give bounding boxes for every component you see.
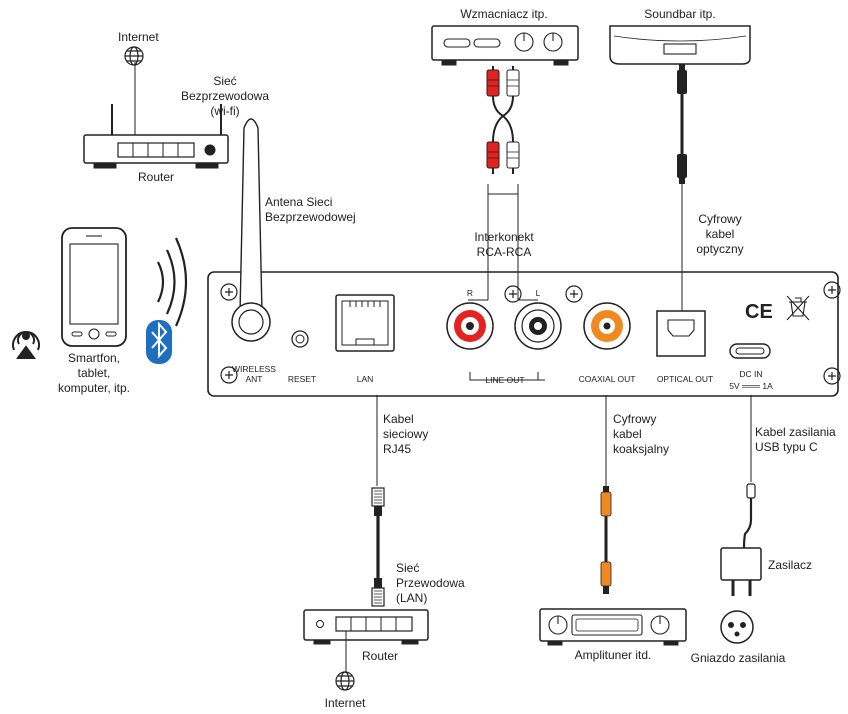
power-supply-label: Zasilacz xyxy=(768,558,813,572)
rca-right-output xyxy=(446,302,494,350)
rca-l-label: L xyxy=(536,288,541,298)
lan-label: LAN xyxy=(357,374,374,384)
power-socket-icon xyxy=(720,610,754,644)
power-supply-adapter xyxy=(720,547,762,596)
amplifier-device xyxy=(431,25,579,66)
lan-port xyxy=(335,294,395,352)
coaxial-output xyxy=(583,302,631,350)
weee-bin-icon xyxy=(786,295,810,321)
optical-cable xyxy=(677,64,687,184)
lan-router xyxy=(303,609,429,672)
coaxial-out-label: COAXIAL OUT xyxy=(579,374,636,384)
rca-left-output xyxy=(514,302,562,350)
usb-c-power-port xyxy=(729,343,771,359)
amplifier-label: Wzmacniacz itp. xyxy=(460,7,548,21)
amplituner-label: Amplituner itd. xyxy=(574,648,652,662)
wireless-network-label: Sieć Bezprzewodowa (wi-fi) xyxy=(180,74,270,118)
antenna-label: Antena Sieci Bezprzewodowej xyxy=(265,195,356,224)
screw-icon xyxy=(220,281,841,385)
reset-button-port xyxy=(291,330,309,348)
optical-out-label: OPTICAL OUT xyxy=(657,374,713,384)
smartphone-label: Smartfon, tablet, komputer, itp. xyxy=(57,351,131,395)
dc-rating-label: 5V ═══ 1A xyxy=(729,381,773,391)
wireless-antenna xyxy=(231,118,271,342)
internet-label-lan: Internet xyxy=(324,696,366,710)
smartphone-icon xyxy=(61,227,127,347)
power-cable-label: Kabel zasilania USB typu C xyxy=(755,425,836,454)
internet-label-wifi: Internet xyxy=(118,30,159,44)
ce-mark: CE xyxy=(745,301,773,323)
wireless-signal-icon xyxy=(157,237,188,327)
wireless-ant-label-2: ANT xyxy=(246,374,263,384)
reset-label: RESET xyxy=(288,374,316,384)
optical-cable-label: Cyfrowy kabel optyczny xyxy=(696,212,744,256)
rj45-cable xyxy=(371,487,385,607)
wifi-router-label: Router xyxy=(137,170,175,184)
wifi-router xyxy=(83,62,229,169)
interconnect-label: Interkonekt RCA-RCA xyxy=(474,230,534,259)
soundbar-label: Soundbar itp. xyxy=(644,7,716,21)
rca-r-label: R xyxy=(467,288,473,298)
line-out-label: LINE OUT xyxy=(485,375,524,385)
usb-c-power-cable xyxy=(742,483,756,549)
wireless-ant-label-1: WIRELESS xyxy=(232,364,276,374)
lan-router-label: Router xyxy=(361,649,399,663)
power-socket-label: Gniazdo zasilania xyxy=(690,651,786,665)
bluetooth-icon xyxy=(146,320,172,364)
wired-network-label: Sieć Przewodowa (LAN) xyxy=(396,561,465,605)
globe-icon xyxy=(335,671,355,691)
dc-in-label: DC IN xyxy=(739,369,762,379)
amplituner-device xyxy=(539,608,687,646)
optical-output xyxy=(656,310,706,357)
globe-icon xyxy=(124,46,144,66)
lan-cable-label: Kabel sieciowy RJ45 xyxy=(383,412,429,456)
coaxial-cable xyxy=(600,486,612,594)
rca-cable xyxy=(486,66,520,174)
soundbar-device xyxy=(609,25,751,65)
coax-cable-label: Cyfrowy kabel koaksjalny xyxy=(613,412,670,456)
airplay-icon xyxy=(12,331,40,359)
